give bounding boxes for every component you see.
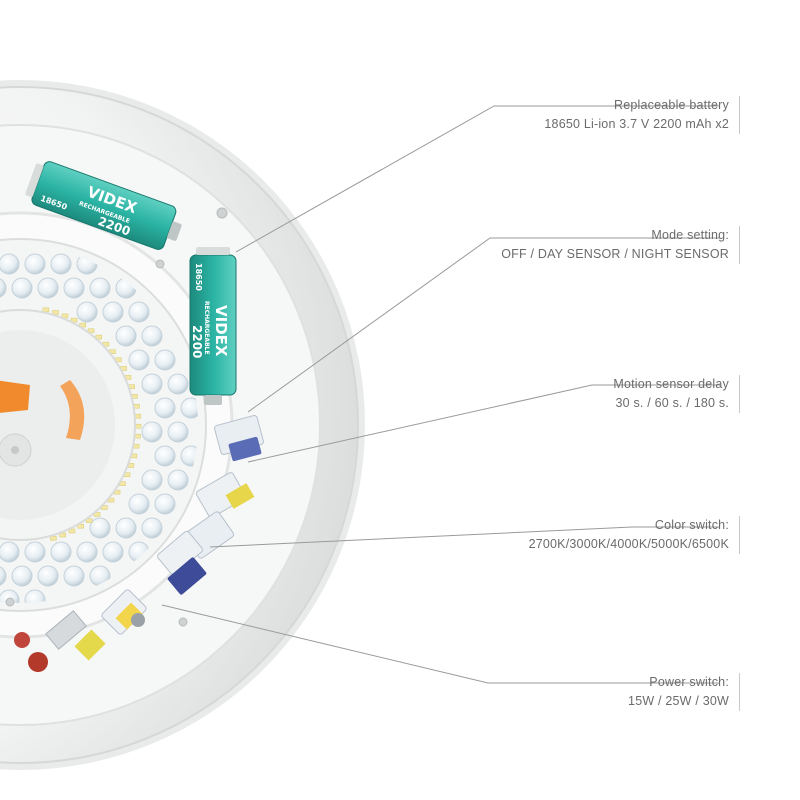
battery-2-brand: VIDEX: [212, 305, 230, 357]
led-lens-array: [0, 253, 198, 603]
led-lens: [11, 565, 33, 587]
callout-color-detail: 2700K/3000K/4000K/5000K/6500K: [528, 537, 729, 551]
callout-mode-detail: OFF / DAY SENSOR / NIGHT SENSOR: [501, 247, 729, 261]
smd-led: [85, 518, 93, 523]
callout-battery: Replaceable battery 18650 Li-ion 3.7 V 2…: [544, 96, 740, 134]
smd-led: [87, 328, 95, 334]
smd-led: [95, 334, 103, 340]
callout-color-title: Color switch:: [654, 518, 729, 532]
led-lens: [76, 541, 98, 563]
callout-mode-title: Mode setting:: [651, 228, 729, 242]
led-lens: [50, 541, 72, 563]
smd-led: [50, 535, 57, 541]
battery-1: VIDEX RECHARGEABLE 2200 18650: [25, 161, 182, 250]
led-lens: [167, 421, 189, 443]
smd-led-ring: [42, 307, 142, 541]
callout-power-detail: 15W / 25W / 30W: [628, 694, 729, 708]
smd-led: [61, 313, 69, 319]
battery-2-subtitle: RECHARGEABLE: [203, 301, 210, 355]
smd-led: [42, 307, 50, 313]
led-lens: [102, 541, 124, 563]
battery-2-capacity: 2200: [190, 325, 204, 358]
callout-mode-setting: Mode setting: OFF / DAY SENSOR / NIGHT S…: [501, 226, 740, 264]
callout-battery-detail: 18650 Li-ion 3.7 V 2200 mAh x2: [544, 117, 729, 131]
led-lens: [141, 421, 163, 443]
led-lens: [76, 301, 98, 323]
led-lens: [0, 253, 20, 275]
led-lens: [24, 589, 46, 603]
smd-led: [93, 512, 101, 517]
battery-2: VIDEX RECHARGEABLE 2200 18650: [189, 247, 237, 405]
led-lens: [24, 541, 46, 563]
callout-motion-delay: Motion sensor delay 30 s. / 60 s. / 180 …: [613, 375, 740, 413]
led-lens: [63, 277, 85, 299]
center-hub: [0, 309, 136, 541]
led-lens: [0, 541, 20, 563]
led-lens: [154, 445, 176, 467]
smd-led: [77, 523, 84, 529]
led-lens: [89, 277, 111, 299]
callout-delay-detail: 30 s. / 60 s. / 180 s.: [615, 396, 729, 410]
led-lens: [115, 517, 137, 539]
smd-led: [70, 317, 78, 323]
led-lens: [167, 469, 189, 491]
led-lens: [128, 493, 150, 515]
callout-delay-title: Motion sensor delay: [613, 377, 729, 391]
led-lens: [37, 565, 59, 587]
led-lens: [102, 301, 124, 323]
led-lens: [141, 517, 163, 539]
smd-led: [79, 322, 87, 328]
led-lens: [154, 349, 176, 371]
battery-2-model: 18650: [194, 263, 203, 291]
led-lens: [50, 253, 72, 275]
led-lens: [154, 493, 176, 515]
led-lens: [115, 325, 137, 347]
led-lens: [0, 277, 7, 299]
smd-led: [59, 532, 67, 538]
smd-led: [68, 528, 76, 534]
led-lens: [180, 397, 198, 419]
led-lens: [0, 565, 7, 587]
led-lens: [89, 517, 111, 539]
smd-led: [52, 310, 59, 315]
led-lens: [128, 349, 150, 371]
led-lens: [141, 373, 163, 395]
led-lens: [141, 469, 163, 491]
callout-power-switch: Power switch: 15W / 25W / 30W: [628, 673, 740, 711]
led-lens: [11, 277, 33, 299]
callout-color-switch: Color switch: 2700K/3000K/4000K/5000K/65…: [529, 516, 740, 554]
led-lens: [141, 325, 163, 347]
led-lens: [24, 253, 46, 275]
led-lens: [37, 277, 59, 299]
callout-power-title: Power switch:: [649, 675, 729, 689]
led-lens: [63, 565, 85, 587]
led-lens: [154, 397, 176, 419]
led-lens: [167, 373, 189, 395]
led-lens: [128, 301, 150, 323]
callout-battery-title: Replaceable battery: [614, 98, 729, 112]
